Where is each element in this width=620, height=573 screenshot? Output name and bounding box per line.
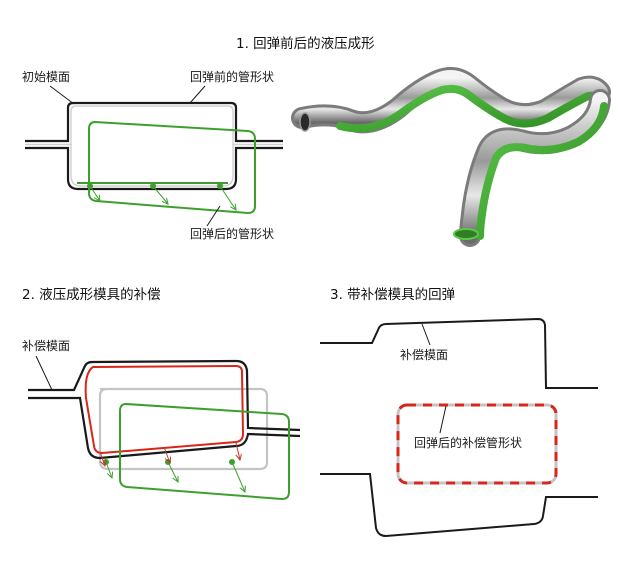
label-compensated-die: 补偿模面 — [22, 338, 70, 353]
panel-2: 2. 液压成形模具的补偿 补偿模面 — [22, 287, 301, 501]
panel-2-heading: 2. 液压成形模具的补偿 — [22, 287, 161, 303]
compensated-die-lower — [320, 473, 598, 538]
compensated-tube-result-red — [396, 403, 558, 485]
leader-before-springback — [189, 85, 206, 104]
label-compensated-die-p3: 补偿模面 — [400, 347, 448, 362]
label-compensated-tube: 回弹后的补偿管形状 — [414, 435, 522, 450]
panel-1-heading: 1. 回弹前后的液压成形 — [236, 35, 375, 52]
compensation-arrows — [99, 442, 245, 492]
compensated-die-outline — [28, 359, 301, 460]
compensated-tube-green — [119, 402, 290, 501]
tube-after-springback — [88, 120, 256, 215]
leader-initial-die — [49, 85, 75, 105]
label-before-springback: 回弹前的管形状 — [190, 69, 274, 84]
leader-compensated-die-p3 — [421, 323, 431, 346]
panel-1: 1. 回弹前后的液压成形 初始模面 回弹前的管形状 回弹后的管形状 — [22, 35, 611, 247]
leader-compensated-tube — [439, 405, 447, 434]
leader-after-springback — [206, 205, 221, 227]
tube-3d-render — [291, 67, 611, 247]
leader-compensated-die-p2 — [35, 355, 53, 391]
compensated-tube-red — [84, 364, 245, 455]
initial-die-reference — [98, 387, 269, 471]
label-after-springback: 回弹后的管形状 — [190, 226, 274, 241]
compensated-die-upper — [320, 317, 598, 389]
springback-arrows — [87, 183, 236, 210]
initial-die-outline — [25, 101, 283, 191]
panel-3: 3. 带补偿模具的回弹 补偿模面 回弹后的补偿管形状 — [320, 287, 598, 538]
label-initial-die: 初始模面 — [22, 70, 70, 84]
panel-3-heading: 3. 带补偿模具的回弹 — [330, 287, 455, 303]
